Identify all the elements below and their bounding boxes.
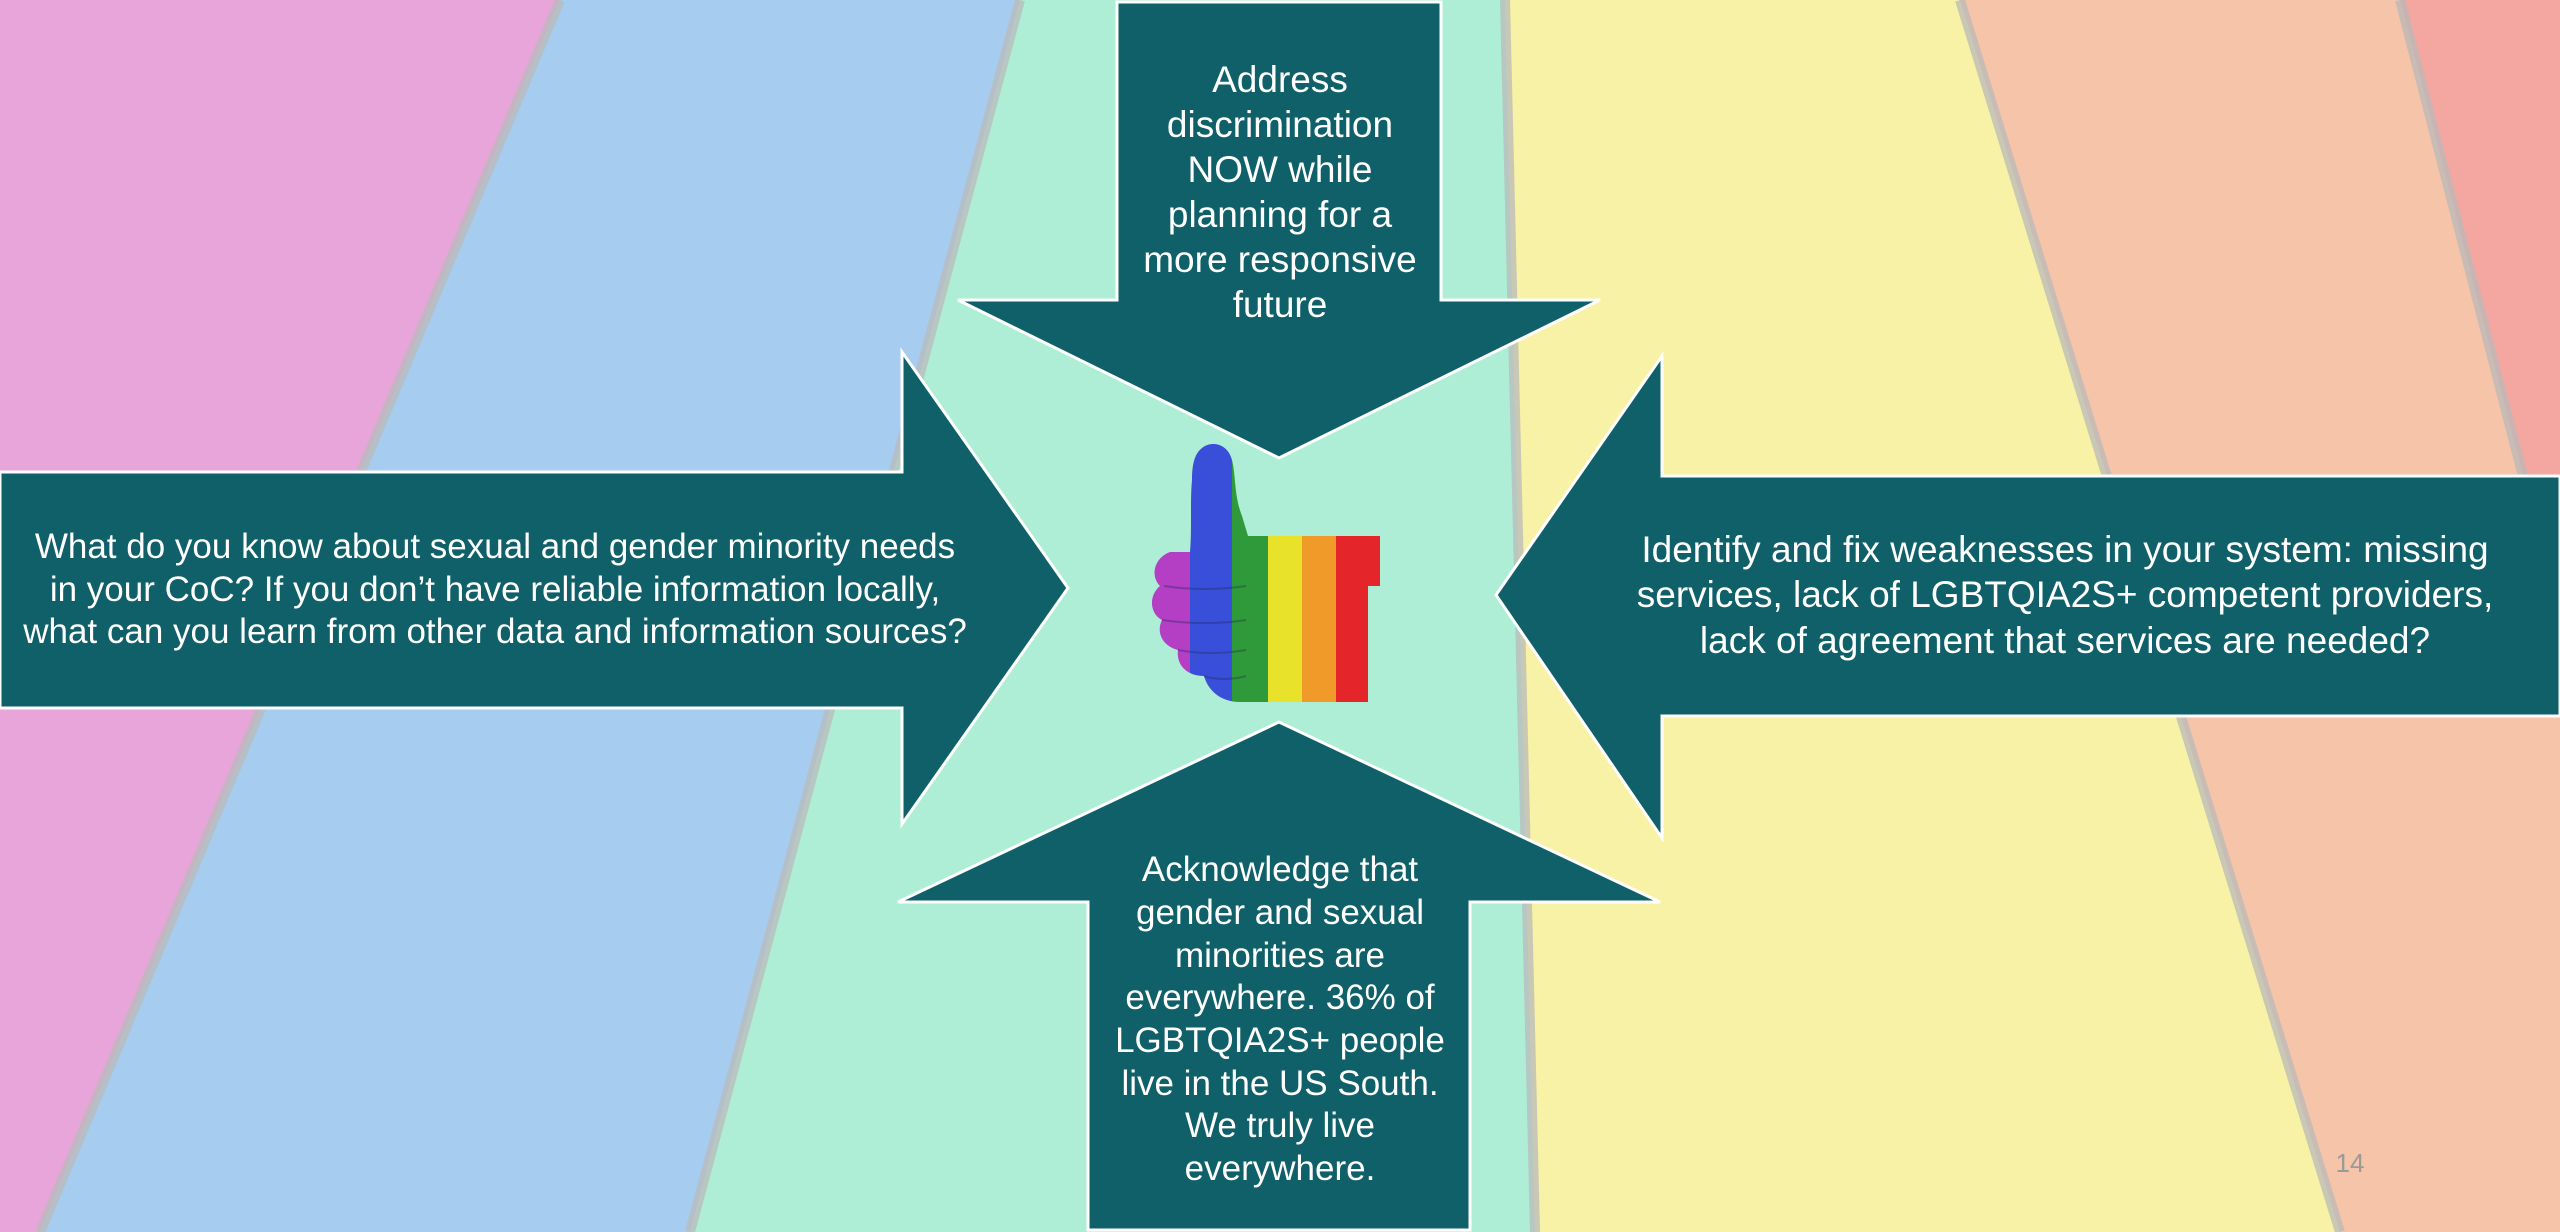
arrow-right-text: Identify and fix weaknesses in your syst… [1610,520,2520,670]
arrow-bottom [897,720,1661,1232]
arrow-bottom-text: Acknowledge that gender and sexual minor… [1100,840,1460,1200]
arrow-top-text: Address discrimination NOW while plannin… [1130,22,1430,362]
arrow-top [957,0,1601,460]
arrow-left-label: What do you know about sexual and gender… [23,526,967,652]
page-number: 14 [2335,1148,2365,1178]
arrow-right [1494,351,2560,843]
arrow-left [0,347,1070,829]
arrow-bottom-label: Acknowledge that gender and sexual minor… [1115,850,1445,1189]
arrow-left-text: What do you know about sexual and gender… [20,490,970,690]
rainbow-thumbs-up-icon [1151,444,1380,702]
arrow-right-label: Identify and fix weaknesses in your syst… [1636,529,2494,661]
arrow-top-label: Address discrimination NOW while plannin… [1143,58,1417,326]
